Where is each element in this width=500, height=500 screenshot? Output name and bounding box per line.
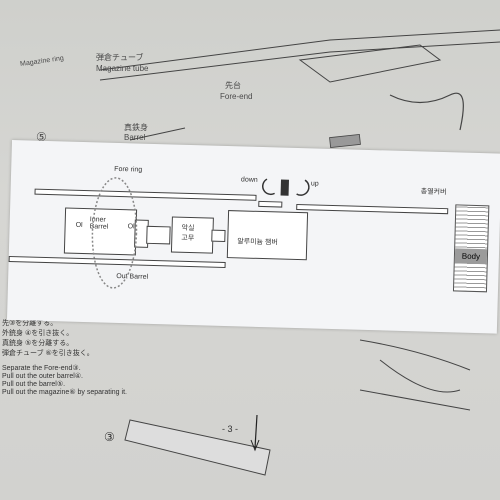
magazine-tube-en: Magazine tube [96, 64, 149, 73]
step-jp-3: 真銃身 ⑤を分離する。 [2, 340, 74, 347]
barrel-step-2 [146, 225, 171, 245]
rifle-illustration-top [99, 29, 500, 148]
step-jp-1: 先③を分離する。 [2, 320, 58, 327]
inner-barrel-en: Barrel [124, 133, 146, 142]
chamber-label: 알루미늄 챔버 [237, 238, 278, 247]
body-label: Body [454, 248, 488, 265]
step-en-2: Pull out the outer barrel④. [2, 373, 83, 380]
step-3-marker: ③ [104, 430, 115, 444]
barrel-cover-bar-small [258, 200, 283, 208]
rubber-connector [211, 229, 226, 242]
fore-ring-ellipse [91, 177, 138, 289]
step-en-4: Pull out the magazine⑥ by separating it. [2, 389, 127, 396]
up-label: up [310, 180, 319, 188]
rotate-arrows-icon [262, 178, 310, 196]
inner-barrel-jp: 真鉄身 [124, 123, 148, 132]
down-label: down [240, 176, 258, 184]
step-5-marker: ⑤ [36, 130, 47, 144]
rubber-label: 악실 고무 [181, 224, 195, 243]
step-jp-2: 外銃身 ④を引き抜く。 [2, 330, 74, 337]
rifle-illustration-bottom [124, 339, 471, 476]
chamber-box [226, 210, 309, 261]
barrel-cover-label: 총열커버 [420, 188, 447, 197]
step-en-1: Separate the Fore-end③. [2, 365, 81, 372]
barrel-cover-bar [296, 203, 449, 215]
step-jp-4: 弾倉チューブ ⑥を引き抜く。 [2, 350, 94, 357]
page-number: - 3 - [222, 424, 239, 434]
korean-parts-note: Fore ring down up 총열커버 Inner Barrel Ol O… [6, 140, 500, 334]
fore-end-en: Fore-end [220, 92, 253, 101]
instruction-list: 先③を分離する。 外銃身 ④を引き抜く。 真銃身 ⑤を分離する。 弾倉チューブ … [2, 318, 127, 396]
magazine-tube-jp: 弾倉チューブ [96, 53, 144, 62]
fore-end-jp: 先台 [225, 81, 241, 90]
step-en-3: Pull out the barrel⑤. [2, 381, 66, 388]
